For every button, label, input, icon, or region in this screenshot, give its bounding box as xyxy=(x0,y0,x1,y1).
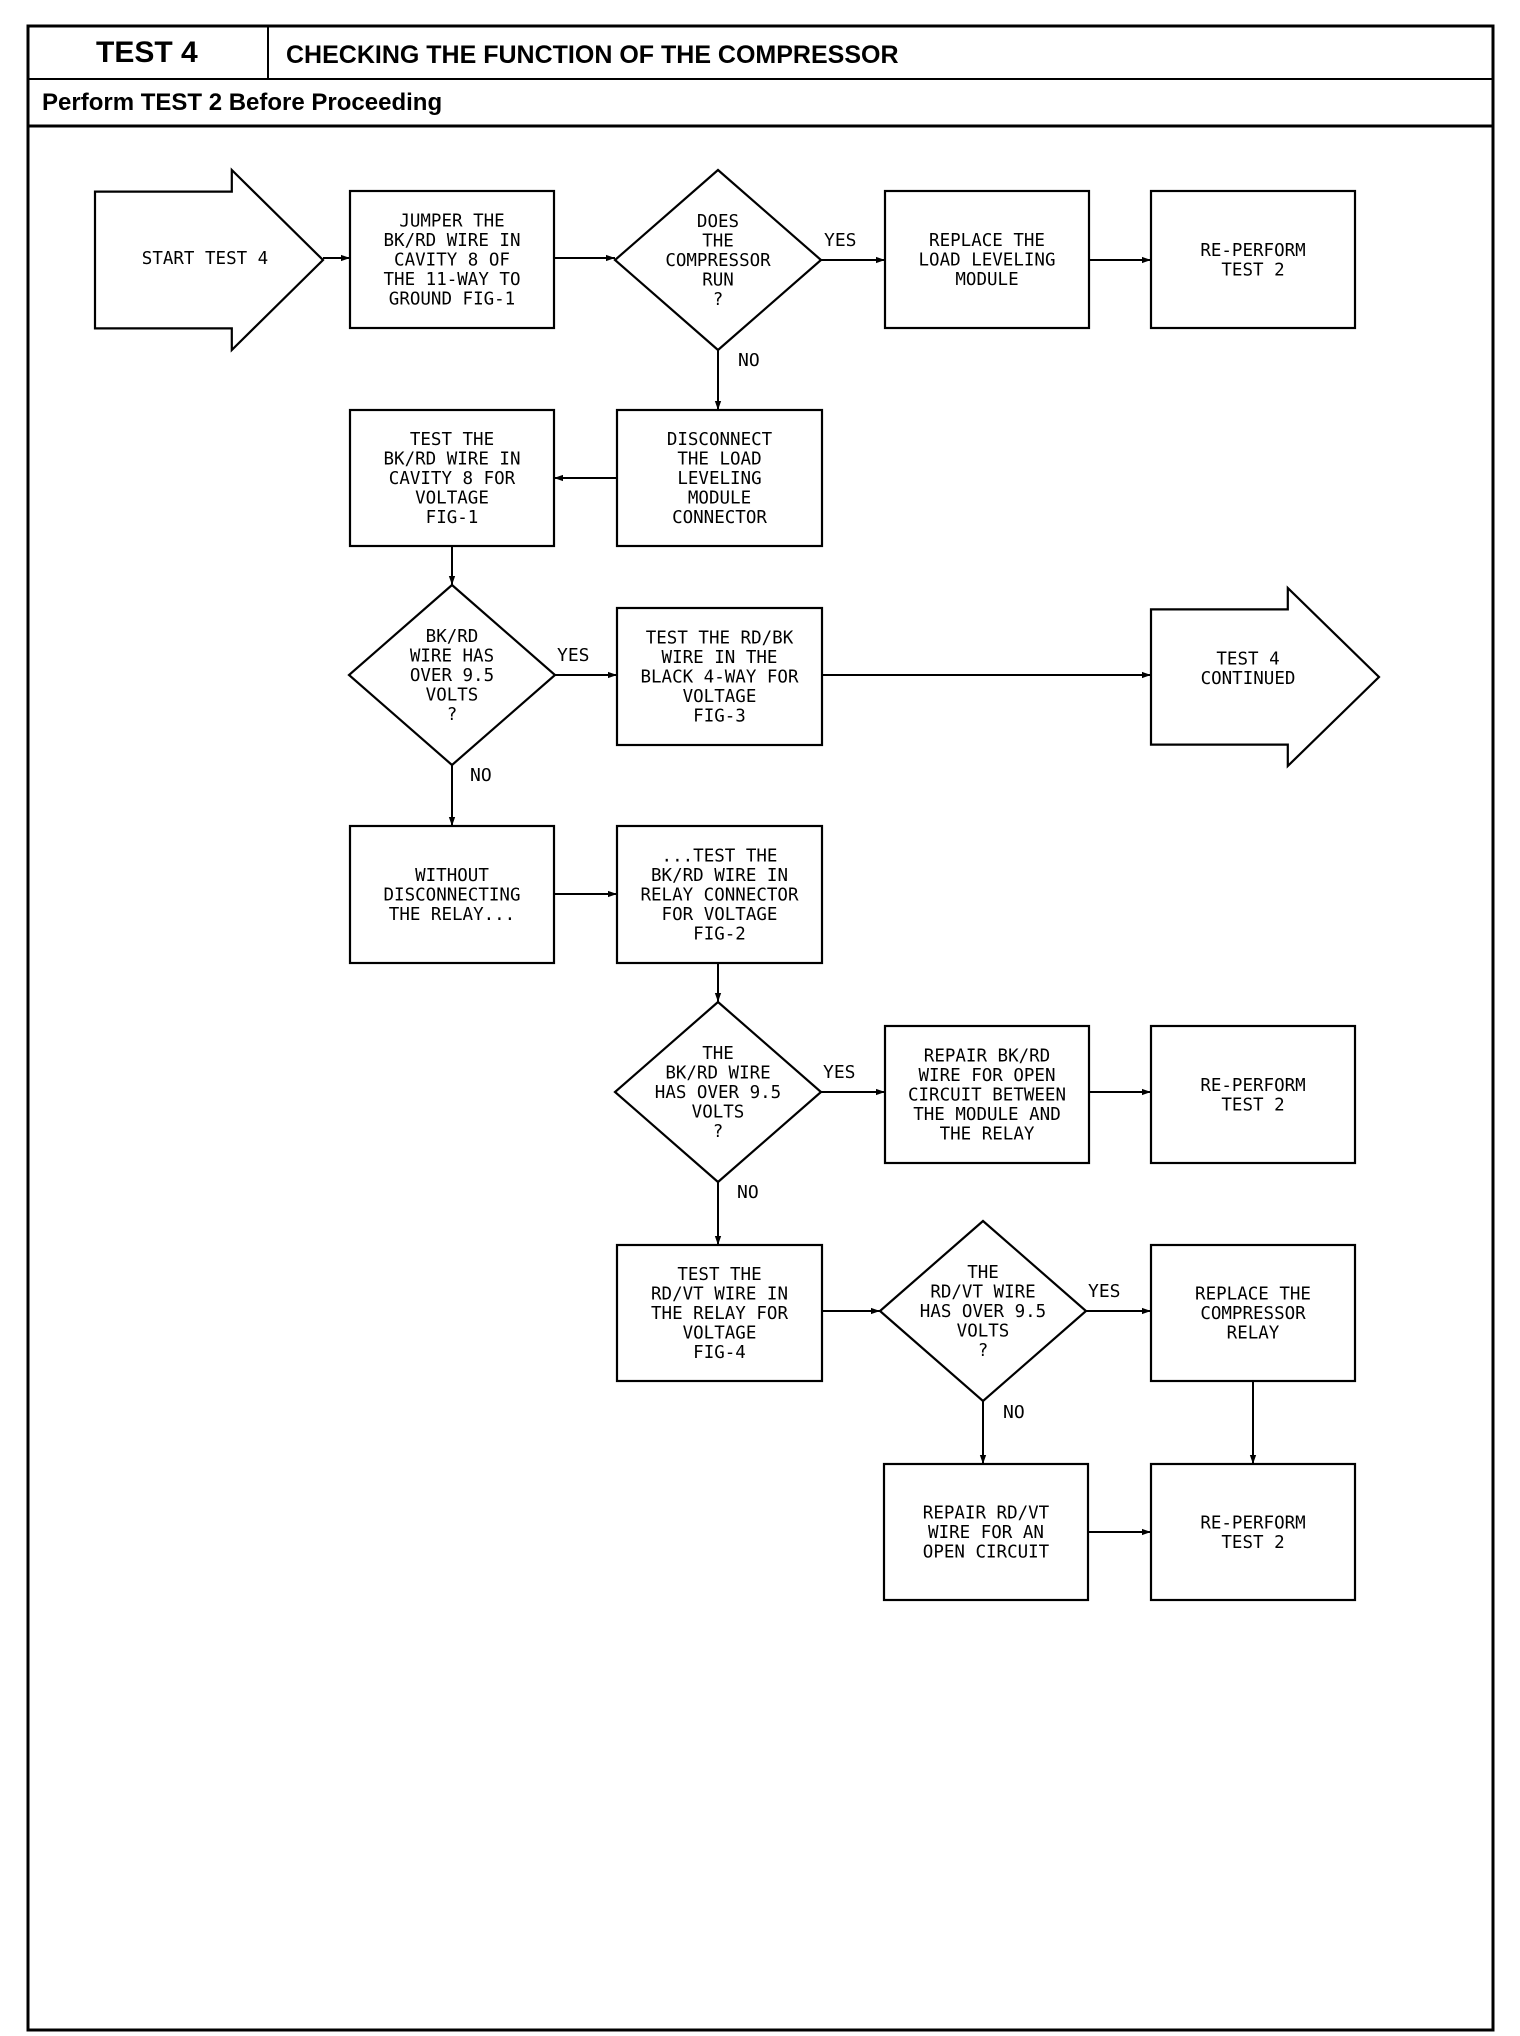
prerequisite-note: Perform TEST 2 Before Proceeding xyxy=(42,89,443,116)
page-title: CHECKING THE FUNCTION OF THE COMPRESSOR xyxy=(286,41,899,69)
terminal-continued-arrow xyxy=(1149,585,1381,769)
yes-label-run: YES xyxy=(824,230,857,251)
yes-label-bkrd2: YES xyxy=(823,1062,856,1083)
node-repair-bkrd-box xyxy=(883,1024,1091,1165)
no-label-rdvt: NO xyxy=(1003,1402,1025,1423)
no-label-run: NO xyxy=(738,350,760,371)
node-reperform-2-box xyxy=(1149,1024,1357,1165)
node-start-text: START TEST 4 xyxy=(142,249,268,269)
test-number-label: TEST 4 xyxy=(96,36,198,69)
no-label-bkrd: NO xyxy=(470,765,492,786)
node-test-rdvt-box xyxy=(615,1243,824,1383)
page-border xyxy=(26,24,1495,2032)
node-jumper-box xyxy=(348,189,556,330)
terminal-start-arrow xyxy=(93,167,325,353)
no-label-bkrd2: NO xyxy=(737,1182,759,1203)
yes-label-bkrd: YES xyxy=(557,645,590,666)
yes-label-rdvt: YES xyxy=(1088,1281,1121,1302)
node-test-rdbk-box xyxy=(615,606,824,747)
